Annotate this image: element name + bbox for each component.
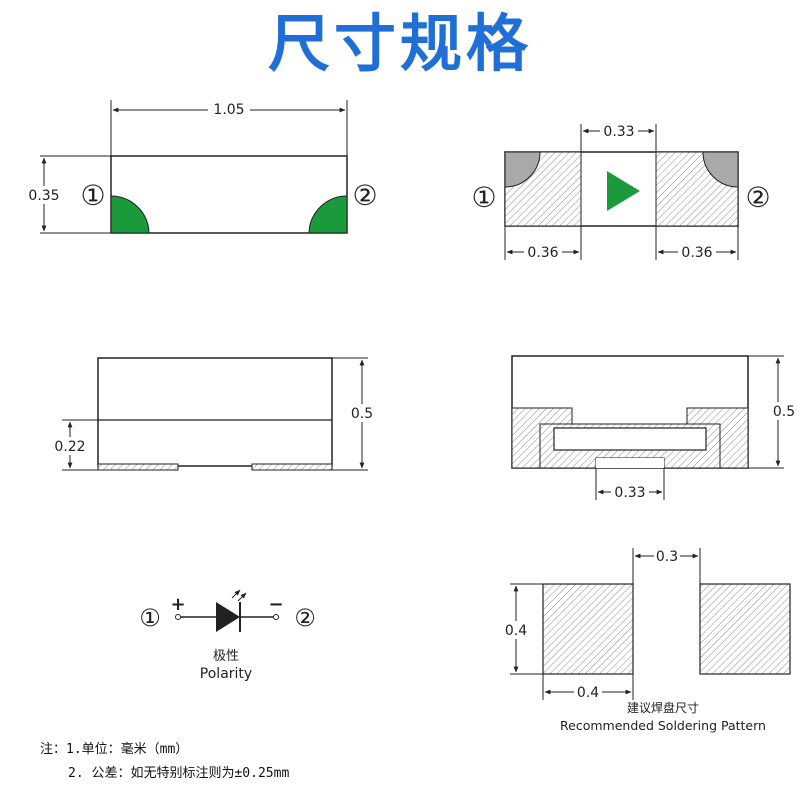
top-view: 1.05 0.35 ① ②: [26, 100, 378, 234]
polarity-pin1: ①: [139, 604, 161, 632]
note-line-1: 注：1.单位：毫米（mm）: [40, 742, 189, 757]
end-width-label: 0.33: [614, 485, 645, 501]
solder-width-label: 0.4: [577, 685, 599, 701]
polarity-label-cn: 极性: [213, 649, 239, 664]
polarity-symbol: ① + − ② 极性 Polarity: [139, 589, 316, 682]
solder-gap-label: 0.3: [656, 549, 678, 565]
top-width-label: 1.05: [213, 102, 244, 118]
note-line-2: 2. 公差：如无特别标注则为±0.25mm: [68, 766, 290, 781]
solder-pad-right: [699, 583, 791, 675]
pad-left-green: [110, 195, 150, 234]
side-height-label: 0.5: [351, 406, 373, 422]
polarity-pin2: ②: [294, 604, 316, 632]
side-view: 0.5 0.22: [50, 357, 378, 471]
page-title: 尺寸规格: [267, 7, 532, 80]
top-pin1-label: ①: [80, 179, 105, 212]
soldering-pattern: 0.3 0.4 0.4 建议焊盘尺寸 Recommended Soldering…: [502, 547, 791, 733]
top-height-label: 0.35: [28, 188, 59, 204]
end-height-label: 0.5: [773, 404, 795, 420]
top-pin2-label: ②: [352, 179, 377, 212]
side-pad-height-label: 0.22: [54, 439, 85, 455]
green-triangle-icon: [607, 171, 640, 211]
top-body: [110, 155, 348, 234]
bottom-pin1-label: ①: [471, 181, 496, 214]
diode-triangle-icon: [216, 602, 240, 632]
polarity-plus: +: [170, 594, 185, 615]
side-body: [97, 357, 333, 467]
bottom-pad-left-label: 0.36: [527, 245, 558, 261]
bottom-view: 0.33 0.36 0.36 ① ②: [471, 122, 771, 261]
bottom-gap-label: 0.33: [603, 124, 634, 140]
end-bottom-bump: [596, 458, 664, 468]
bottom-corner-left-grey: [504, 151, 541, 188]
solder-label-cn: 建议焊盘尺寸: [627, 700, 699, 715]
bottom-corner-right-grey: [702, 151, 739, 188]
solder-label-en: Recommended Soldering Pattern: [560, 718, 766, 733]
polarity-minus: −: [268, 594, 283, 615]
solder-height-label: 0.4: [505, 623, 527, 639]
polarity-label-en: Polarity: [200, 666, 252, 682]
solder-pad-left: [542, 583, 634, 675]
pad-right-green: [308, 195, 348, 234]
end-view: 0.5 0.33: [511, 355, 798, 501]
side-pad-right: [251, 463, 333, 471]
end-chip: [553, 427, 707, 451]
bottom-pin2-label: ②: [745, 181, 770, 214]
side-pad-left: [97, 463, 179, 471]
bottom-pad-right-label: 0.36: [681, 245, 712, 261]
